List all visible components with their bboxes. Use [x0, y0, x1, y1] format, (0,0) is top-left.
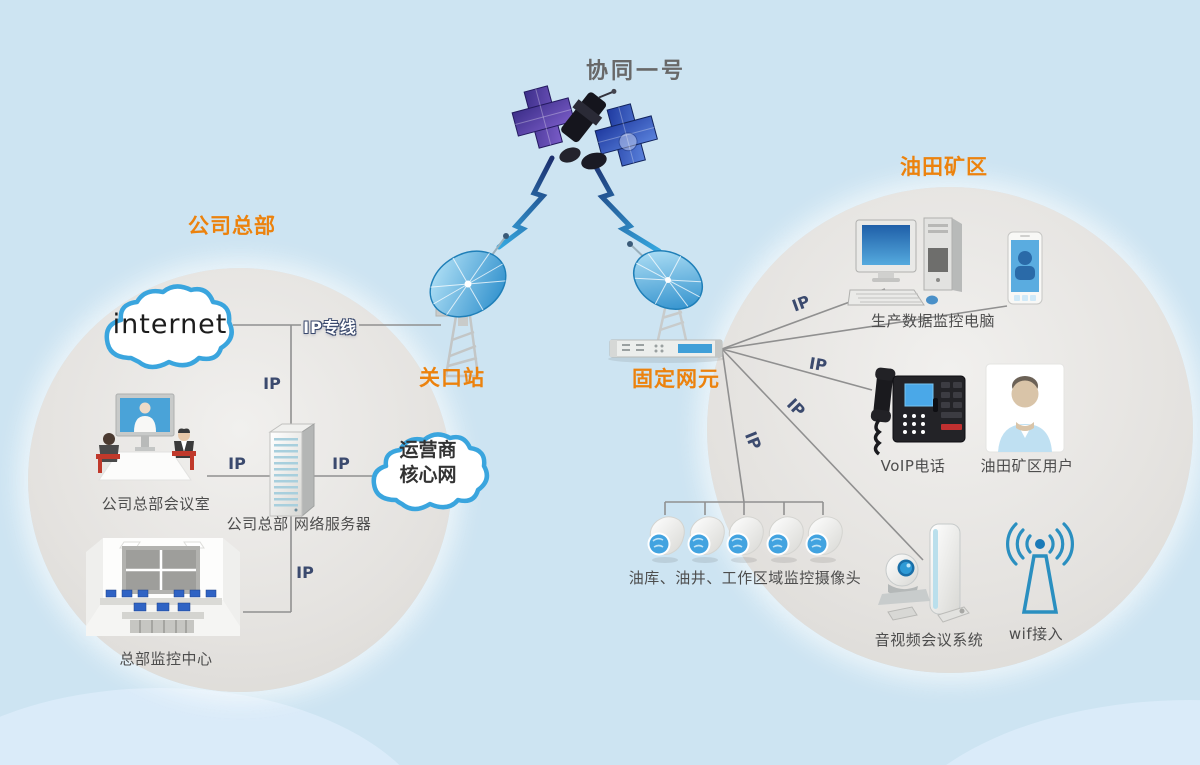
- server-label: 公司总部 网络服务器: [226, 515, 372, 533]
- voip-phone-label: VoIP电话: [880, 457, 946, 475]
- satellite-beam-right: [588, 155, 662, 254]
- server-icon: [268, 423, 316, 518]
- satellite-title: 协同一号: [585, 59, 687, 84]
- conference-room-label: 公司总部会议室: [101, 495, 211, 513]
- internet-cloud-icon: [104, 284, 234, 370]
- oilfield-user-icon: [985, 363, 1065, 453]
- dome-camera-icon: [805, 516, 843, 563]
- production-pc-icon: [847, 217, 962, 306]
- ip-label-conference: IP: [228, 454, 246, 473]
- fixed-ne-title: 固定网元: [632, 367, 720, 391]
- monitoring-center-icon: [86, 538, 240, 636]
- ip-label-core-cloud: IP: [332, 454, 350, 473]
- conference-room-icon: [96, 393, 196, 481]
- oilfield-title: 油田矿区: [900, 155, 988, 179]
- dome-camera-icon: [647, 516, 685, 563]
- hq-title: 公司总部: [188, 214, 276, 238]
- core-network-cloud-icon: [371, 432, 490, 512]
- core-network-label: 运营商 核心网: [399, 439, 457, 486]
- monitoring-center-label: 总部监控中心: [119, 650, 213, 668]
- satellite-beam-left: [496, 155, 555, 250]
- ip-label-junction-server: IP: [263, 374, 281, 393]
- av-system-label: 音视频会议系统: [874, 631, 984, 649]
- smartphone-icon: [1007, 231, 1043, 305]
- production-pc-label: 生产数据监控电脑: [870, 312, 996, 330]
- ip-label-noc: IP: [296, 563, 314, 582]
- wifi-tower-icon: [1006, 522, 1074, 614]
- cameras-label: 油库、油井、工作区域监控摄像头: [628, 569, 862, 587]
- ip-label-voip: IP: [807, 353, 829, 376]
- satellite-icon: [511, 85, 658, 170]
- gateway-dish-icon: [429, 233, 509, 378]
- wifi-label: wif接入: [1008, 625, 1064, 643]
- gateway-title: 关口站: [419, 366, 485, 390]
- dome-camera-icon: [766, 516, 804, 563]
- oilfield-user-label: 油田矿区用户: [980, 457, 1074, 475]
- voip-phone-icon: [870, 367, 966, 456]
- ip-leased-line-label: IP专线: [303, 318, 357, 337]
- av-system-icon: [878, 523, 970, 623]
- dome-camera-icon: [687, 516, 725, 563]
- dome-camera-icon: [726, 516, 764, 563]
- internet-cloud-label: internet: [112, 309, 228, 340]
- fixed-ne-icon: [608, 241, 724, 363]
